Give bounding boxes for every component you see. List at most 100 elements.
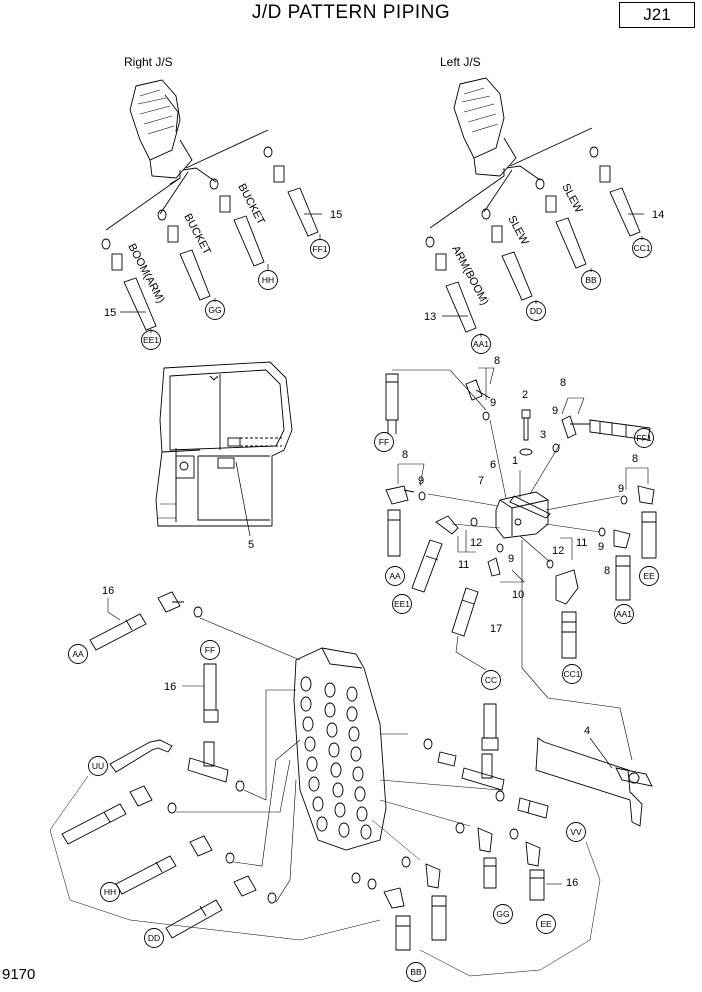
cab-outline-icon	[155, 361, 293, 537]
hose-end-icon	[89, 613, 147, 651]
tee-fitting-icon	[187, 741, 229, 783]
hose-end-icon	[411, 539, 443, 593]
aa-connection-label: AA	[389, 571, 401, 581]
elbow-fitting-icon	[525, 841, 541, 867]
cc1-connection-label: CC1	[633, 243, 650, 253]
elbow-fitting-icon	[233, 875, 257, 897]
o-ring-icon	[598, 527, 606, 537]
hose-end-icon	[287, 187, 319, 237]
right-joystick-group: Right J/S BOOM(ARM) BUCKET BUCKET 15	[101, 55, 342, 350]
hose-end-icon	[483, 857, 497, 889]
o-ring-icon	[589, 146, 599, 158]
hose-end-icon	[615, 555, 631, 601]
left-port-label-slew-1: SLEW	[505, 214, 531, 248]
hose-end-icon	[203, 663, 219, 723]
part-number-9: 9	[552, 405, 558, 417]
elbow-fitting-icon	[157, 591, 184, 613]
right-port-label-bucket-2: BUCKET	[235, 182, 267, 227]
ee-connection-bubble-lower	[536, 914, 556, 934]
adapter-fitting-icon	[437, 751, 457, 767]
gg-connection-bubble	[205, 300, 225, 320]
o-ring-icon	[535, 178, 545, 190]
part-number-16: 16	[102, 585, 114, 597]
o-ring-icon	[425, 236, 435, 248]
elbow-fitting-icon	[435, 515, 459, 535]
part-number-10: 10	[512, 589, 524, 601]
dd-connection-bubble	[526, 301, 546, 321]
control-valve-icon	[293, 647, 387, 851]
o-ring-icon	[546, 559, 554, 569]
document-number: 9170	[2, 966, 36, 983]
part-number-16: 16	[164, 681, 176, 693]
aa-connection-bubble	[385, 566, 405, 586]
o-ring-icon	[496, 543, 504, 553]
right-joystick-label: Right J/S	[124, 55, 173, 69]
cc1-connection-bubble-center	[562, 664, 582, 684]
aa1-connection-label: AA1	[473, 339, 489, 349]
o-ring-icon	[620, 495, 628, 505]
part-number-6: 6	[490, 459, 496, 471]
adapter-fitting-icon	[599, 165, 611, 183]
bracket-icon	[535, 737, 653, 827]
right-port-label-boom-arm: BOOM(ARM)	[125, 242, 166, 305]
hose-end-icon	[61, 803, 127, 845]
cc1-connection-label-center: CC1	[563, 669, 580, 679]
hose-end-icon	[501, 251, 533, 301]
page-reference-box: J21	[619, 2, 695, 28]
o-ring-icon	[455, 822, 465, 834]
elbow-fitting-icon	[477, 827, 493, 853]
bent-hose-fitting-icon	[109, 739, 173, 773]
hose-end-icon	[123, 277, 157, 331]
ee1-connection-bubble-center	[392, 594, 412, 614]
hose-end-icon	[445, 281, 477, 333]
hose-end-icon	[165, 899, 223, 939]
part-number-7: 7	[478, 475, 484, 487]
part-number-8: 8	[604, 565, 610, 577]
part-number-8: 8	[632, 453, 638, 465]
cc-connection-bubble	[481, 670, 501, 690]
vv-connection-label: VV	[570, 827, 582, 837]
adapter-fitting-icon	[167, 225, 179, 243]
o-ring-icon	[351, 872, 361, 884]
ff1-connection-bubble-center	[634, 428, 654, 448]
bb-connection-label-lower: BB	[410, 967, 422, 977]
hose-end-icon	[451, 587, 479, 637]
elbow-fitting-icon	[425, 863, 441, 889]
ff1-connection-label: FF1	[312, 244, 327, 254]
washer-icon	[519, 448, 533, 456]
hh-connection-bubble-lower	[100, 882, 120, 902]
dd-connection-label-lower: DD	[148, 933, 160, 943]
left-port-label-slew-2: SLEW	[559, 182, 585, 216]
page-title: J/D PATTERN PIPING	[251, 2, 451, 23]
ee-connection-label: EE	[643, 571, 655, 581]
cc-connection-label: CC	[485, 675, 497, 685]
part-number-9: 9	[508, 553, 514, 565]
hose-end-icon	[387, 509, 401, 557]
dd-connection-bubble-lower	[144, 928, 164, 948]
o-ring-icon	[209, 178, 219, 190]
elbow-fitting-icon	[385, 485, 415, 505]
hose-end-icon	[517, 797, 549, 819]
part-number-12: 12	[552, 545, 564, 557]
o-ring-icon	[167, 802, 177, 814]
hose-end-icon	[561, 611, 577, 659]
hose-end-icon	[431, 895, 447, 941]
o-ring-icon	[418, 491, 426, 501]
hose-end-icon	[115, 855, 177, 895]
part-number-9: 9	[598, 541, 604, 553]
lower-left-fittings: 16 AA FF 16 UU HH	[49, 585, 381, 948]
part-number-1: 1	[512, 455, 518, 467]
adapter-fitting-icon	[487, 557, 501, 577]
left-port-label-arm-boom: ARM(BOOM)	[449, 244, 490, 307]
part-number-8: 8	[494, 355, 500, 367]
hh-connection-label-lower: HH	[104, 887, 116, 897]
o-ring-icon	[225, 852, 235, 864]
uu-connection-label: UU	[92, 761, 104, 771]
gg-connection-label: GG	[208, 305, 221, 315]
right-port-label-bucket-1: BUCKET	[181, 212, 213, 257]
ff-connection-label: FF	[379, 437, 389, 447]
part-number-11: 11	[458, 559, 469, 571]
ee1-connection-bubble	[141, 330, 161, 350]
vv-connection-bubble	[566, 822, 586, 842]
